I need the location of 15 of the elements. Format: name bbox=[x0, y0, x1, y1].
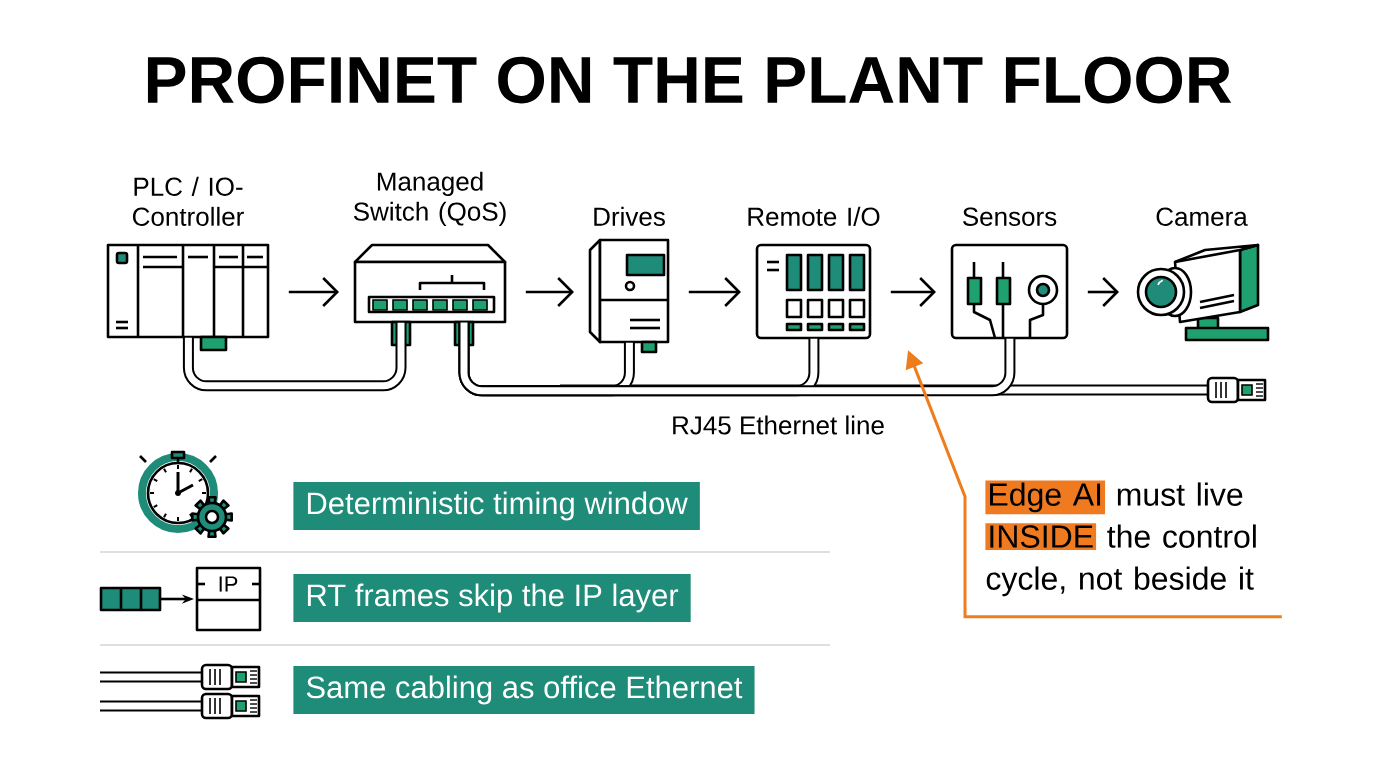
device-label: PLC / IO-Controller bbox=[132, 176, 244, 226]
feature-banner: Same cabling as office Ethernet bbox=[293, 666, 755, 714]
callout-note: Edge AI must live INSIDE the control cycle, not beside it bbox=[985, 480, 1256, 597]
device-label: Managed Switch (QoS) bbox=[353, 171, 506, 226]
device-label: Sensors bbox=[963, 207, 1057, 226]
device-label: Drives bbox=[594, 206, 665, 226]
cable bbox=[458, 322, 1016, 397]
title: PROFINET ON THE PLANT FLOOR bbox=[147, 56, 1232, 104]
device-label: Camera bbox=[1156, 207, 1248, 226]
cable-label: RJ45 Ethernet line bbox=[673, 415, 884, 435]
feature-banner: Deterministic timing window bbox=[293, 482, 700, 530]
layer-label: IP bbox=[219, 576, 238, 592]
device-label: Remote I/O bbox=[748, 206, 880, 226]
feature-banner: RT frames skip the IP layer bbox=[293, 574, 691, 622]
cable bbox=[182, 322, 407, 392]
